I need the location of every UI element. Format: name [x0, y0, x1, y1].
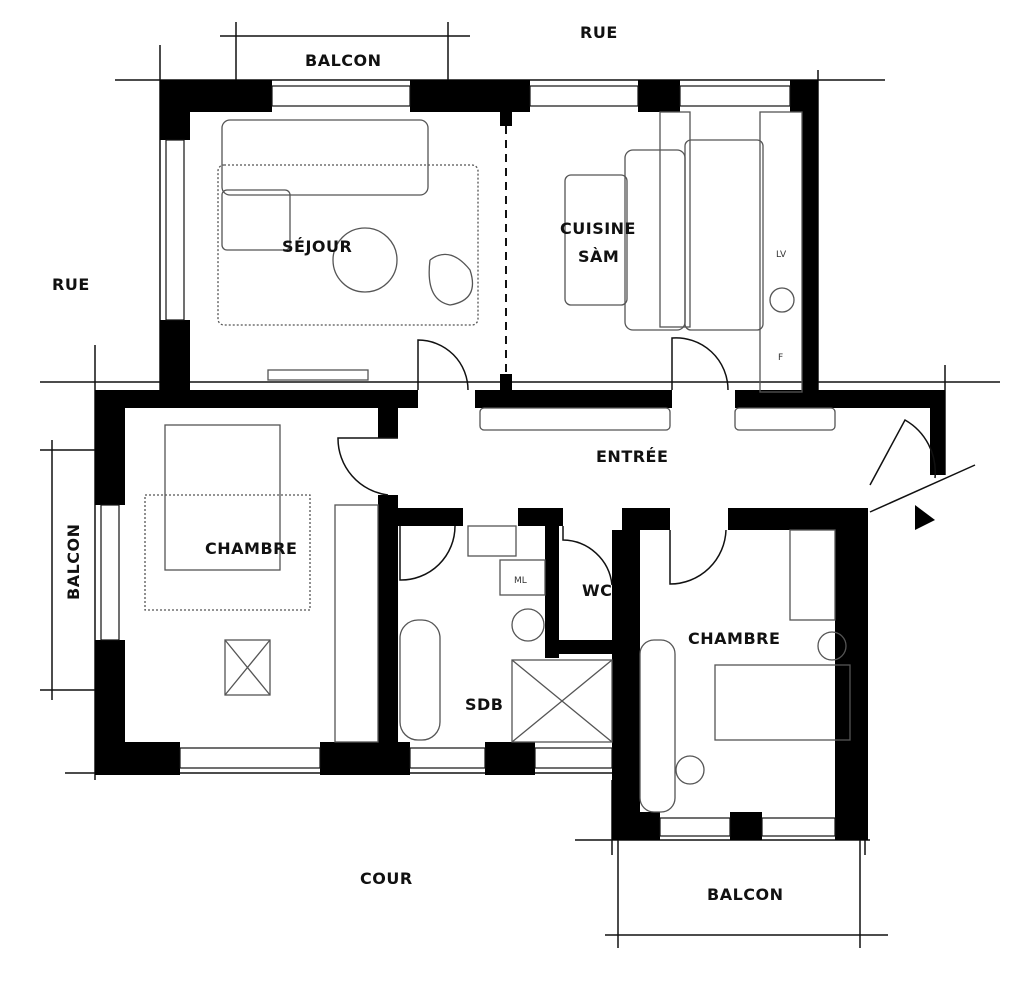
label-sdb: SDB	[465, 695, 504, 714]
label-cuisine: CUISINE	[560, 219, 636, 238]
furniture	[144, 111, 851, 813]
label-balcon-bottom: BALCON	[707, 885, 784, 904]
entrance-arrow-icon	[915, 505, 935, 530]
label-chambre-left: CHAMBRE	[205, 539, 297, 558]
label-chambre-right: CHAMBRE	[688, 629, 780, 648]
label-sejour: SÉJOUR	[282, 237, 352, 256]
label-entree: ENTRÉE	[596, 447, 668, 466]
label-rue-left: RUE	[52, 275, 90, 294]
balcony-top	[220, 22, 470, 80]
balcony-left	[40, 440, 95, 700]
label-rue-top: RUE	[580, 23, 618, 42]
doors[interactable]	[337, 337, 937, 586]
label-lv: LV	[776, 250, 787, 260]
label-sam: SÀM	[578, 247, 619, 266]
walls	[95, 80, 945, 840]
label-cour: COUR	[360, 869, 413, 888]
label-balcon-top: BALCON	[305, 51, 382, 70]
label-f: F	[778, 353, 783, 363]
label-wc: WC	[582, 581, 612, 600]
label-ml: ML	[514, 576, 527, 586]
windows	[100, 85, 836, 837]
balcony-bottom	[605, 840, 888, 948]
label-balcon-left: BALCON	[64, 523, 83, 600]
